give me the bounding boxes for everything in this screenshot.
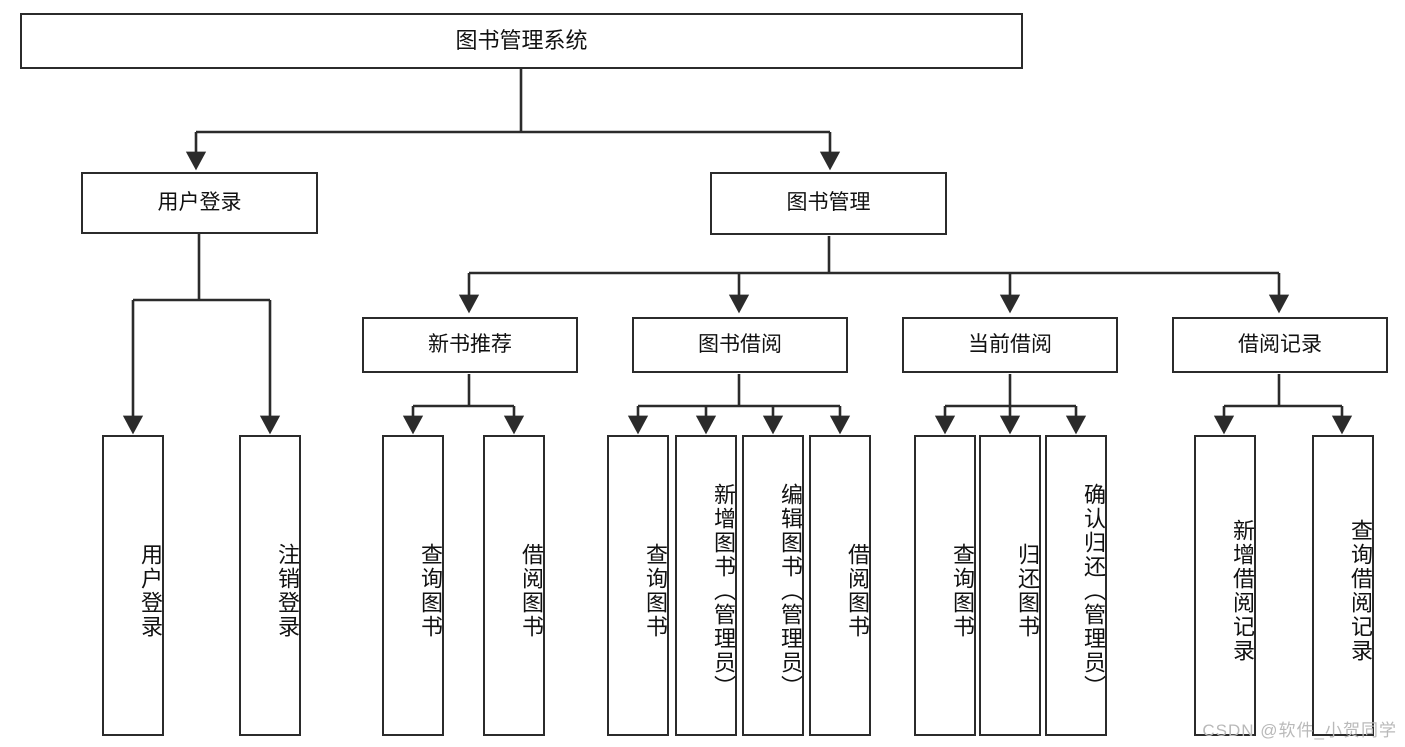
leaf-confirm-return-admin-label: 确认归还（管理员） [1081,482,1106,699]
leaf-add-book-admin-label: 新增图书（管理员） [711,482,736,699]
leaf-recommend-query-book[interactable]: 查询图书 [382,435,444,736]
leaf-user-login-label: 用户登录 [138,542,163,639]
leaf-recommend-borrow-book-label: 借阅图书 [519,542,544,639]
leaf-user-logout-label: 注销登录 [275,542,300,639]
leaf-borrow-book[interactable]: 借阅图书 [809,435,871,736]
leaf-recommend-query-book-label: 查询图书 [418,542,443,639]
leaf-user-logout[interactable]: 注销登录 [239,435,301,736]
leaf-query-borrow-record[interactable]: 查询借阅记录 [1312,435,1374,736]
node-new-book-recommend-label: 新书推荐 [428,332,512,356]
leaf-current-query-book-label: 查询图书 [950,542,975,639]
leaf-borrow-query-book[interactable]: 查询图书 [607,435,669,736]
node-book-management[interactable]: 图书管理 [710,172,947,235]
node-user-login[interactable]: 用户登录 [81,172,318,234]
leaf-recommend-borrow-book[interactable]: 借阅图书 [483,435,545,736]
leaf-return-book[interactable]: 归还图书 [979,435,1041,736]
node-current-borrow[interactable]: 当前借阅 [902,317,1118,373]
node-book-borrow-label: 图书借阅 [698,332,782,356]
leaf-edit-book-admin-label: 编辑图书（管理员） [778,482,803,699]
leaf-add-borrow-record[interactable]: 新增借阅记录 [1194,435,1256,736]
leaf-add-book-admin[interactable]: 新增图书（管理员） [675,435,737,736]
leaf-current-query-book[interactable]: 查询图书 [914,435,976,736]
node-root-label: 图书管理系统 [455,28,588,54]
node-book-management-label: 图书管理 [786,191,871,215]
node-borrow-record[interactable]: 借阅记录 [1172,317,1388,373]
leaf-edit-book-admin[interactable]: 编辑图书（管理员） [742,435,804,736]
leaf-borrow-query-book-label: 查询图书 [643,542,668,639]
leaf-borrow-book-label: 借阅图书 [845,542,870,639]
leaf-confirm-return-admin[interactable]: 确认归还（管理员） [1045,435,1107,736]
node-root[interactable]: 图书管理系统 [20,13,1023,69]
node-current-borrow-label: 当前借阅 [968,332,1052,356]
leaf-user-login[interactable]: 用户登录 [102,435,164,736]
node-new-book-recommend[interactable]: 新书推荐 [362,317,578,373]
leaf-add-borrow-record-label: 新增借阅记录 [1230,518,1255,663]
leaf-query-borrow-record-label: 查询借阅记录 [1348,518,1373,663]
node-borrow-record-label: 借阅记录 [1238,332,1322,356]
leaf-return-book-label: 归还图书 [1015,542,1040,639]
node-user-login-label: 用户登录 [157,190,242,214]
watermark: CSDN @软件_小贺同学 [1202,721,1397,740]
node-book-borrow[interactable]: 图书借阅 [632,317,848,373]
